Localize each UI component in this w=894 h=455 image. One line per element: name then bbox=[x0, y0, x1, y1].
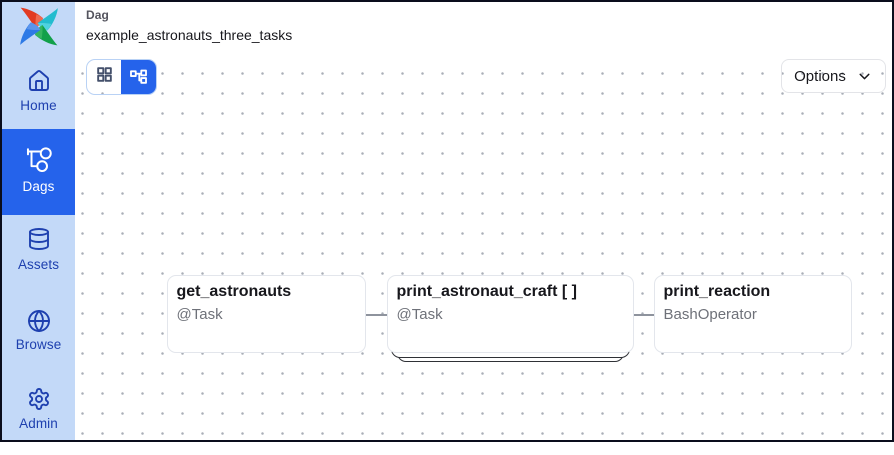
chevron-down-icon bbox=[856, 68, 873, 85]
sidebar-item-admin[interactable]: Admin bbox=[2, 375, 75, 455]
task-name: print_astronaut_craft [ ] bbox=[396, 282, 577, 300]
database-icon bbox=[27, 227, 51, 251]
home-icon bbox=[27, 69, 51, 93]
graph-canvas[interactable]: Options get_astronauts @Task print_astro… bbox=[75, 56, 892, 440]
task-operator: @Task bbox=[176, 305, 223, 323]
options-button-label: Options bbox=[794, 67, 846, 85]
dag-title: example_astronauts_three_tasks bbox=[86, 27, 293, 44]
sidebar-item-label: Dags bbox=[22, 179, 55, 194]
main-area: Options get_astronauts @Task print_astro… bbox=[75, 2, 892, 440]
globe-icon bbox=[27, 309, 51, 333]
task-name: print_reaction bbox=[663, 282, 771, 300]
dot-grid-background bbox=[75, 56, 892, 440]
options-dropdown-button[interactable]: Options bbox=[781, 59, 886, 93]
edge-print_astronaut_craft-print_reaction bbox=[634, 314, 654, 316]
task-operator: @Task bbox=[396, 305, 443, 323]
sidebar-item-label: Browse bbox=[15, 337, 62, 352]
sidebar-item-browse[interactable]: Browse bbox=[2, 295, 75, 375]
edge-get_astronauts-print_astronaut_craft bbox=[366, 314, 387, 316]
sidebar-item-home[interactable]: Home bbox=[2, 53, 75, 129]
sidebar: Home Dags Assets bbox=[2, 2, 75, 440]
sidebar-item-label: Home bbox=[20, 98, 57, 113]
grid-view-button[interactable] bbox=[87, 60, 121, 94]
sidebar-item-assets[interactable]: Assets bbox=[2, 215, 75, 295]
airflow-logo[interactable] bbox=[14, 5, 64, 48]
sidebar-item-label: Assets bbox=[17, 257, 60, 272]
sidebar-item-label: Admin bbox=[19, 415, 58, 431]
graph-icon bbox=[129, 65, 148, 89]
sidebar-item-dags[interactable]: Dags bbox=[2, 129, 75, 215]
view-mode-toggle bbox=[86, 58, 157, 95]
task-node-print_astronaut_craft[interactable]: print_astronaut_craft [ ] @Task bbox=[387, 275, 634, 353]
page-header: Dag example_astronauts_three_tasks bbox=[75, 2, 892, 56]
task-node-get_astronauts[interactable]: get_astronauts @Task bbox=[167, 275, 366, 353]
grid-icon bbox=[95, 65, 114, 89]
task-operator: BashOperator bbox=[663, 305, 757, 323]
task-name: get_astronauts bbox=[176, 282, 292, 300]
dag-icon bbox=[26, 146, 52, 172]
entity-type-label: Dag bbox=[86, 8, 109, 23]
gear-icon bbox=[27, 387, 51, 411]
task-node-print_reaction[interactable]: print_reaction BashOperator bbox=[654, 275, 852, 353]
graph-view-button[interactable] bbox=[121, 59, 156, 94]
